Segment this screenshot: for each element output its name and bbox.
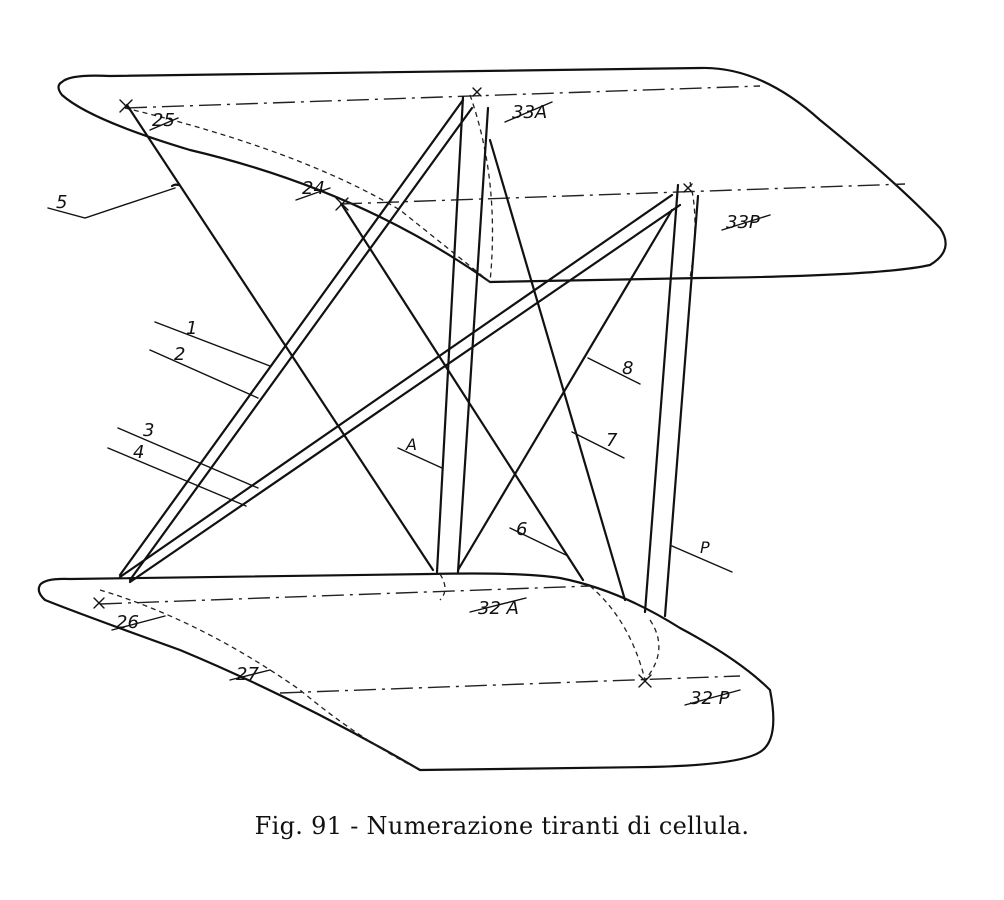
label-A: A: [405, 435, 417, 454]
upper-wing: [57, 66, 947, 284]
label-33P: 33P: [726, 212, 760, 233]
bracing-wires: [118, 98, 682, 602]
label-32P: 32 P: [690, 688, 730, 709]
label-32A: 32 A: [478, 598, 519, 619]
anchor-marks: [93, 87, 693, 688]
strut-A: [435, 95, 490, 574]
label-P: P: [700, 538, 710, 557]
label-27: 27: [236, 664, 259, 685]
label-33A: 33A: [512, 102, 547, 123]
label-24: 24: [302, 178, 325, 199]
label-3: 3: [143, 420, 154, 441]
label-8: 8: [622, 358, 633, 379]
label-1: 1: [186, 318, 197, 339]
label-7: 7: [606, 430, 618, 451]
figure-caption: Fig. 91 - Numerazione tiranti di cellula…: [254, 812, 750, 840]
label-5: 5: [56, 192, 67, 213]
label-2: 2: [174, 344, 185, 365]
leader-lines: [47, 101, 771, 706]
label-6: 6: [516, 519, 527, 540]
number-labels: 1 2 3 4 5 6 7 8 A P 24 25 26 27 33A 33P …: [56, 102, 760, 709]
strut-P: [643, 183, 700, 618]
label-4: 4: [133, 442, 144, 463]
label-25: 25: [152, 110, 175, 131]
lower-wing: [37, 572, 775, 772]
label-26: 26: [116, 612, 139, 633]
